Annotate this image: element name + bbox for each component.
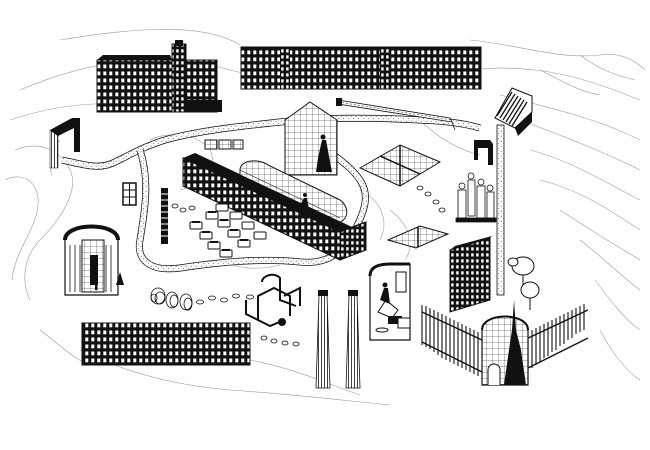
domed-pavilion — [63, 224, 124, 296]
long-mill-building — [240, 46, 482, 90]
office-interior-vignette — [368, 262, 411, 341]
gable-house — [284, 101, 338, 176]
spire-greenhouse — [481, 300, 529, 386]
small-highrise — [449, 236, 492, 313]
mesh-panel — [386, 225, 450, 249]
ladder-column — [161, 188, 168, 244]
chimney-left — [315, 290, 331, 389]
small-window — [122, 182, 137, 206]
arch-gate-left — [49, 118, 80, 169]
arch-gate-right — [474, 140, 493, 165]
stepping-stones — [171, 185, 446, 347]
trees — [507, 256, 540, 310]
tower-mill-building — [96, 40, 222, 113]
staircase-tower — [494, 87, 533, 296]
wire-coils — [150, 287, 193, 311]
human-figures — [94, 278, 98, 290]
parked-cars — [189, 203, 267, 258]
pipe-installation — [245, 273, 301, 328]
winding-path — [61, 114, 482, 273]
chimney-right — [345, 290, 361, 389]
glass-barrel-roof — [239, 160, 348, 223]
crane-arm — [336, 98, 456, 131]
long-shed-building — [182, 153, 367, 261]
low-block-building — [81, 322, 251, 366]
sculpture-group — [455, 172, 497, 223]
floating-tables — [204, 139, 244, 150]
mesh-floor-plate — [358, 144, 442, 187]
